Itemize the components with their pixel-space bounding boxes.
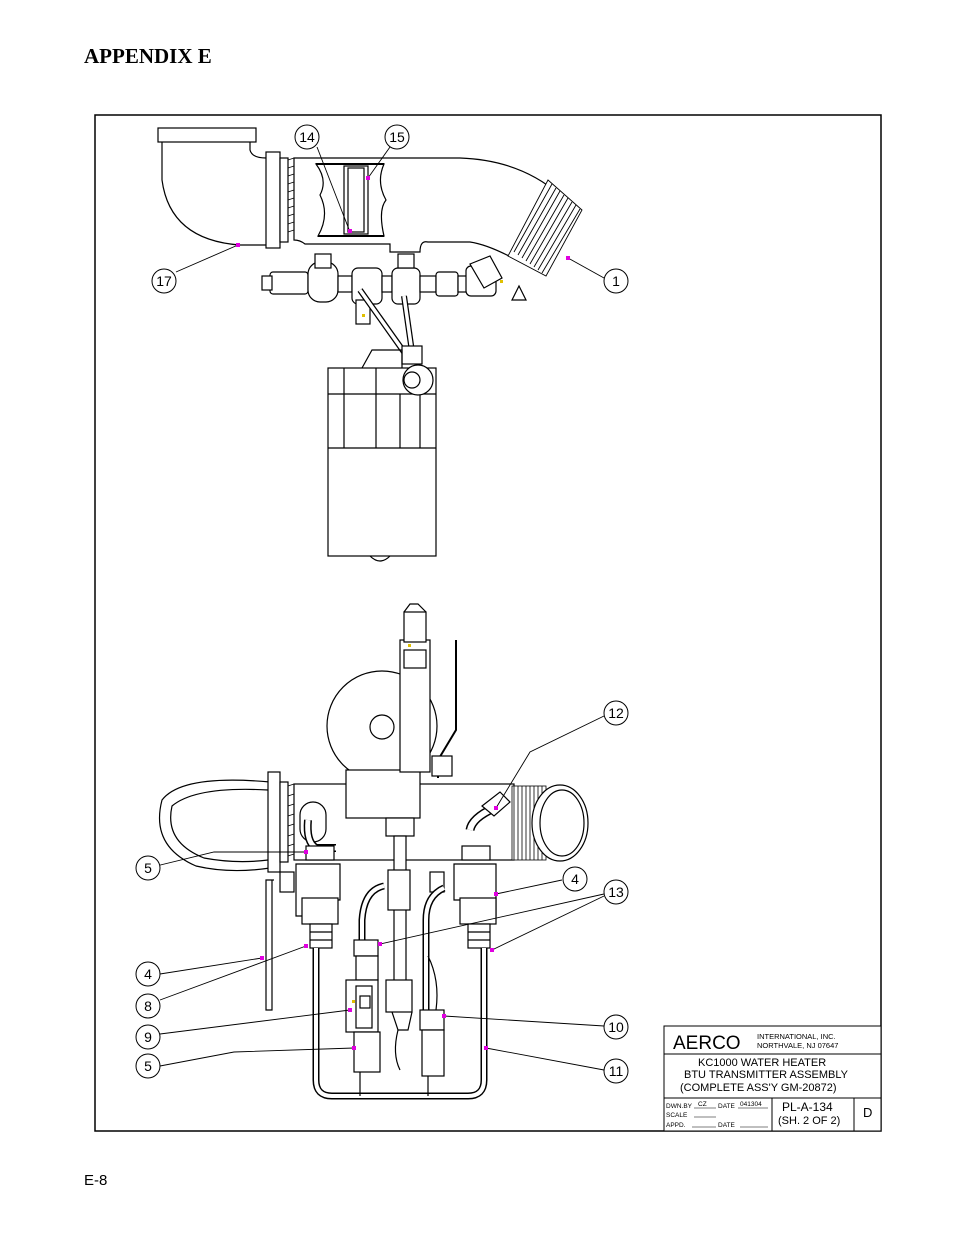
top-view [157,127,583,562]
revision-letter: D [863,1105,872,1120]
scale-label: SCALE [666,1112,688,1119]
company-line1: INTERNATIONAL, INC. [757,1032,836,1041]
svg-text:8: 8 [144,998,152,1014]
callout-4-right: 4 [562,866,588,892]
svg-text:5: 5 [144,1058,152,1074]
sheet-number: (SH. 2 OF 2) [778,1115,840,1127]
callout-1: 1 [603,268,629,294]
callout-4-left: 4 [135,961,161,987]
callout-14: 14 [294,124,320,150]
svg-text:1: 1 [612,273,620,289]
callout-12: 12 [603,700,629,726]
callout-bubbles: 14 15 17 1 12 5 4 13 4 8 9 10 5 11 [135,124,629,1084]
callout-8: 8 [135,993,161,1019]
page-number: E-8 [84,1172,108,1189]
svg-text:17: 17 [156,273,172,289]
svg-text:11: 11 [609,1063,624,1079]
svg-text:15: 15 [389,129,405,145]
svg-text:9: 9 [144,1029,152,1045]
dwn-by-value: CZ [698,1101,707,1108]
company-name: AERCO [673,1033,741,1054]
title-line2: BTU TRANSMITTER ASSEMBLY [684,1069,849,1081]
svg-text:4: 4 [571,871,579,887]
date-label: DATE [718,1103,736,1110]
svg-text:14: 14 [299,129,315,145]
leader-lines [147,146,605,1071]
svg-text:4: 4 [144,966,152,982]
company-line2: NORTHVALE, NJ 07647 [757,1041,838,1050]
callout-5-upper: 5 [135,855,161,881]
svg-text:12: 12 [608,705,624,721]
bottom-view [158,603,589,1100]
callout-9: 9 [135,1024,161,1050]
dwn-by-label: DWN.BY [666,1103,693,1110]
title-block: AERCO INTERNATIONAL, INC. NORTHVALE, NJ … [663,1025,882,1132]
callout-13: 13 [603,879,629,905]
date2-label: DATE [718,1122,736,1129]
callout-5-lower: 5 [135,1053,161,1079]
date-value: 041304 [740,1101,762,1108]
leader-tips [236,176,570,1050]
accent-tips [352,280,503,1003]
title-line1: KC1000 WATER HEATER [698,1057,826,1069]
svg-text:10: 10 [608,1019,624,1035]
appd-label: APPD. [666,1122,686,1129]
drawing-border [94,114,882,1132]
svg-text:13: 13 [608,884,624,900]
drawing-number: PL-A-134 [782,1100,833,1114]
callout-10: 10 [603,1014,629,1040]
page-heading: APPENDIX E [84,44,212,68]
callout-15: 15 [384,124,410,150]
callout-17: 17 [151,268,177,294]
svg-text:5: 5 [144,860,152,876]
callout-11: 11 [603,1058,629,1084]
title-line3: (COMPLETE ASS'Y GM-20872) [680,1082,837,1094]
